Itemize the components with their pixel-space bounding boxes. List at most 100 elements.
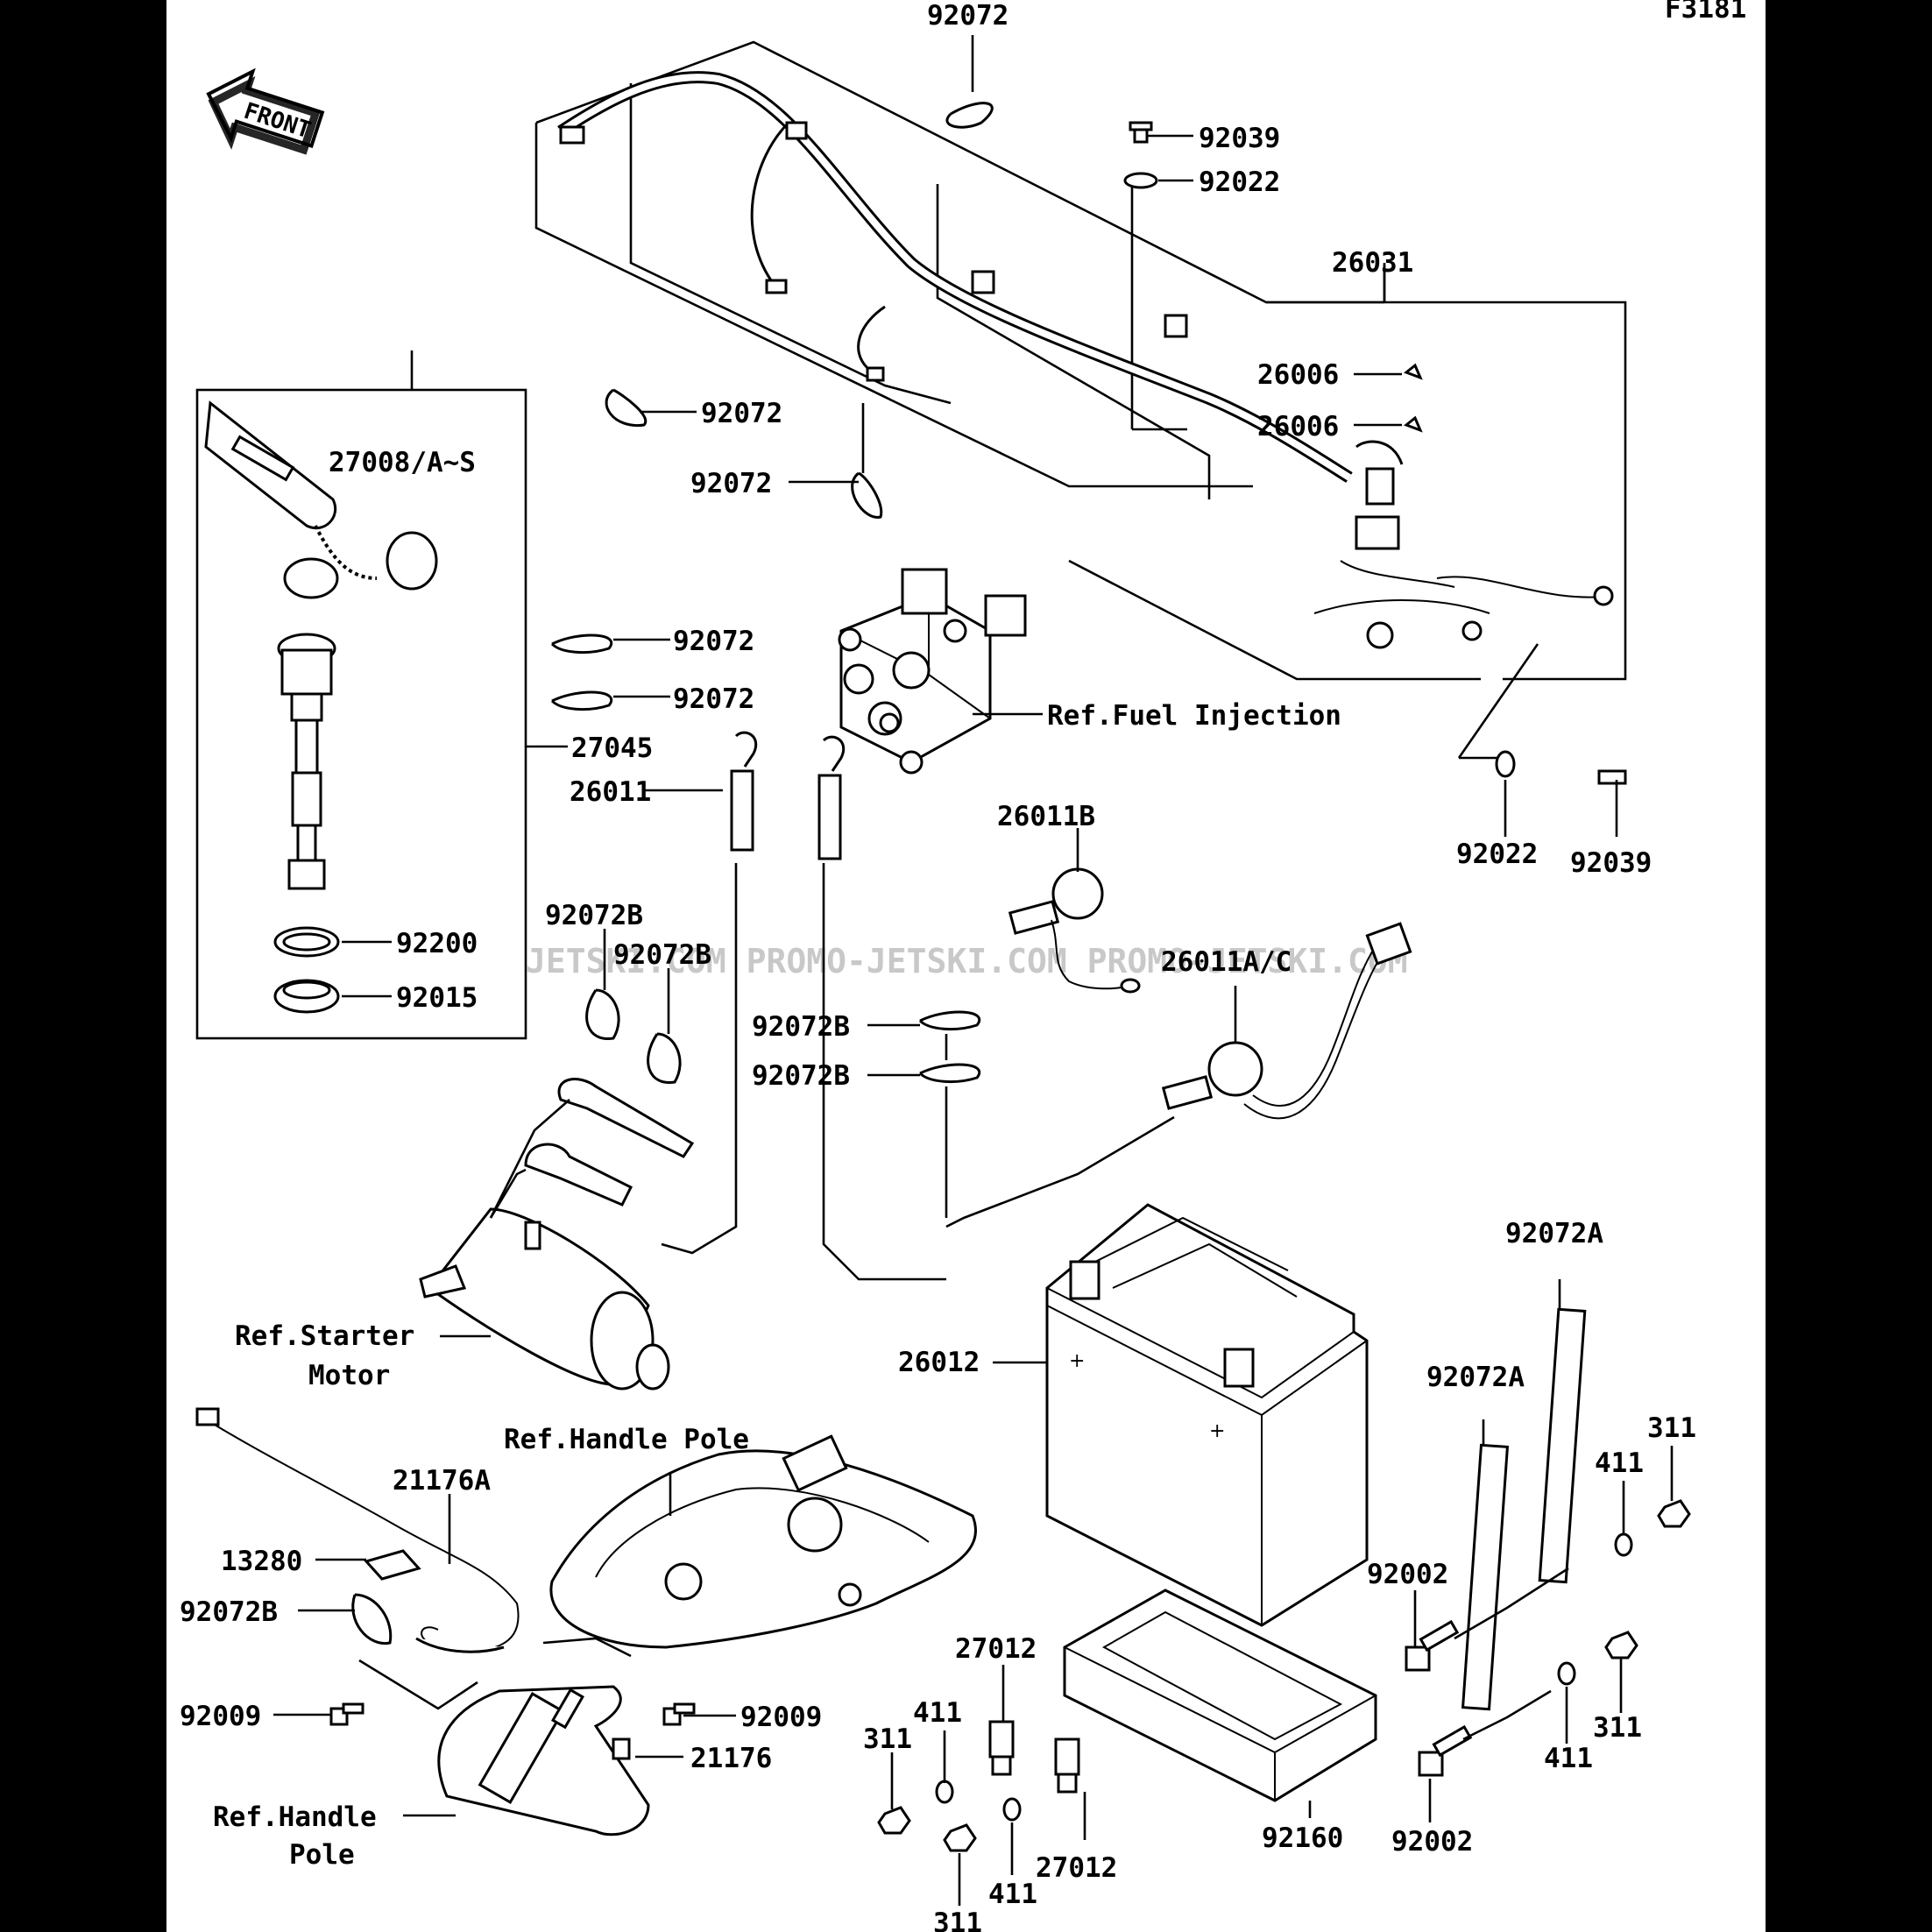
harness-frame [534,40,1627,760]
label-92072-b: 92072 [690,468,772,499]
cable-26011-icon [661,731,946,1281]
label-92009-b: 92009 [740,1702,822,1733]
label-92072B-e: 92072B [180,1596,278,1628]
label-26012: 26012 [898,1347,980,1378]
label-92039-right: 92039 [1570,847,1652,879]
leader-lines [273,35,1674,1906]
washer-411-r2-icon [1557,1661,1576,1686]
washer-92022-top-icon [1123,172,1158,189]
label-27012-b: 27012 [1036,1852,1117,1884]
label-ref-handle-pole-top: Ref.Handle Pole [504,1424,749,1455]
strap-92072A-top-icon [1538,1307,1587,1584]
label-311-r1: 311 [1647,1412,1696,1444]
nut-311-r1-icon [1657,1499,1691,1528]
switch-assembly-box [195,388,527,1040]
label-27008: 27008/A~S [329,447,476,478]
band-92072B-d-icon [918,1063,981,1083]
label-13280: 13280 [221,1546,302,1577]
label-411-r1: 411 [1595,1447,1644,1479]
starter-motor-icon [419,1078,695,1391]
label-311-b: 311 [933,1907,982,1932]
band-92072B-e-icon [351,1593,393,1645]
label-92160: 92160 [1262,1822,1343,1854]
label-92039-top: 92039 [1199,123,1280,154]
figure-code: F3181 [1665,0,1746,25]
nut-92015-icon [273,979,340,1014]
handle-pole-icon [549,1434,977,1649]
terminal-27012-b-icon [1054,1737,1080,1794]
label-21176: 21176 [690,1743,772,1774]
label-411-r2: 411 [1544,1743,1593,1774]
band-92072B-c-icon [918,1010,981,1030]
label-ref-handle-pole-1: Ref.Handle [213,1801,377,1833]
label-26011: 26011 [570,776,651,808]
band-92072-c-icon [550,633,613,654]
starter-relay-icon [838,568,1027,775]
band-92072B-a-icon [585,988,620,1040]
sensor-wire-21176A-icon [195,1407,520,1653]
label-92022-top: 92022 [1199,166,1280,198]
clamp-92072-top-icon [945,102,994,129]
label-26011AC: 26011A/C [1161,946,1292,978]
battery-26012-icon: + + [1045,1203,1369,1627]
label-92022-right: 92022 [1456,839,1538,870]
washer-411-a-icon [935,1780,954,1804]
washer-92022-right-icon [1495,750,1516,778]
svg-text:+: + [1209,1420,1225,1442]
label-92072B-a: 92072B [545,900,643,931]
label-ref-handle-pole-2: Pole [289,1839,355,1871]
part-labels: 92072 92039 92022 26031 26006 26006 9207… [180,0,1696,1932]
strap-92072A-mid-icon [1461,1443,1510,1711]
label-311-a: 311 [863,1723,912,1755]
terminal-26006-a-icon [1404,363,1423,380]
label-92015: 92015 [396,982,478,1014]
main-wire-harness [557,71,1614,649]
label-92009-a: 92009 [180,1701,261,1732]
ignition-switch-icon [277,633,336,890]
screw-92009-b-icon [662,1702,696,1726]
label-92072B-c: 92072B [752,1011,850,1043]
label-92072-c: 92072 [673,626,754,657]
terminal-26006-b-icon [1404,415,1423,433]
label-92072A-mid: 92072A [1426,1362,1525,1393]
lanyard-key-icon [204,400,438,599]
label-13280-icon [364,1549,421,1581]
svg-text:+: + [1069,1350,1085,1372]
screw-92009-a-icon [329,1702,364,1726]
label-26006-a: 26006 [1257,359,1339,391]
nut-311-b-icon [943,1823,977,1852]
label-27045: 27045 [571,732,653,764]
washer-411-r1-icon [1614,1532,1633,1557]
bolt-92002-a-icon [1405,1619,1460,1672]
label-ref-starter-1: Ref.Starter [235,1320,414,1352]
label-26031: 26031 [1332,247,1413,279]
screw-92039-right-icon [1597,769,1627,785]
band-92072B-b-icon [647,1032,682,1084]
label-21176A: 21176A [393,1465,491,1497]
watermark-text: JETSKI.COM PROMO-JETSKI.COM PROMO-JETSKI… [526,942,1408,980]
cable-26011AC-icon [1161,922,1412,1120]
label-411-a: 411 [913,1697,962,1729]
magnet-21176-icon [612,1737,631,1760]
nut-311-r2-icon [1604,1631,1638,1660]
label-ref-fuel-injection: Ref.Fuel Injection [1047,700,1341,732]
terminal-27012-a-icon [988,1720,1015,1776]
washer-411-b-icon [1002,1797,1022,1822]
label-27012-a: 27012 [955,1633,1037,1665]
band-92072-d-icon [550,690,613,711]
label-92200: 92200 [396,928,478,959]
label-92072B-d: 92072B [752,1060,850,1092]
cable-26011B-icon [1008,867,1141,994]
label-ref-starter-2: Motor [308,1360,390,1391]
label-92072-a: 92072 [701,398,782,429]
handle-lever-icon [437,1685,650,1836]
bolt-92002-b-icon [1418,1724,1473,1777]
label-92002-b: 92002 [1391,1826,1473,1858]
label-92072-d: 92072 [673,683,754,715]
clamp-92072-b-icon [851,471,883,519]
label-92002-a: 92002 [1367,1559,1448,1590]
label-92072-top: 92072 [927,0,1008,32]
clamp-92072-a-icon [605,388,648,427]
